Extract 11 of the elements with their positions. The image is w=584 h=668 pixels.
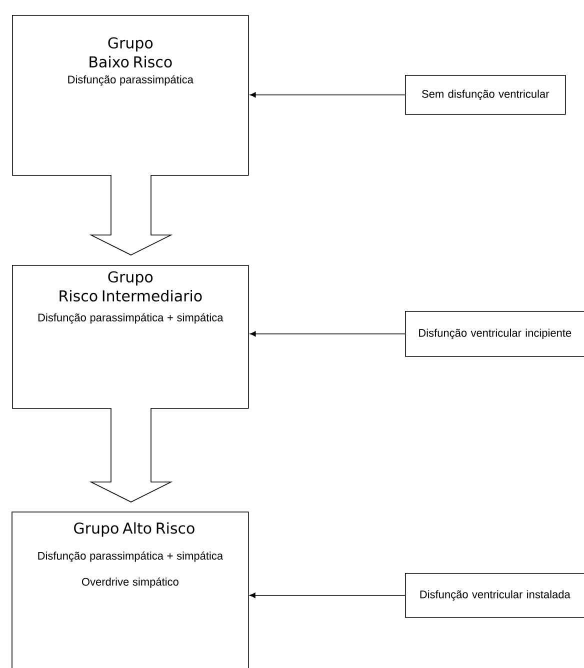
text-box: Disfunção ventricular instalada [405, 573, 584, 618]
text-box: Sem disfunção ventricular [405, 75, 566, 115]
text-box: Disfunção ventricular incipiente [405, 311, 584, 357]
arrow [250, 331, 406, 337]
block-arrow [89, 174, 173, 256]
arrow [250, 92, 406, 98]
group-box: Grupo Alto Risco Disfunção parassimpática + simpática Overdrive simpático [12, 512, 249, 668]
arrow [249, 592, 406, 598]
group-box: Grupo Baixo Risco Disfunção parassimpática [12, 15, 249, 176]
block-arrow [89, 408, 173, 502]
group-box: Grupo Risco Intermediario Disfunção parassimpática + simpática [12, 265, 249, 409]
